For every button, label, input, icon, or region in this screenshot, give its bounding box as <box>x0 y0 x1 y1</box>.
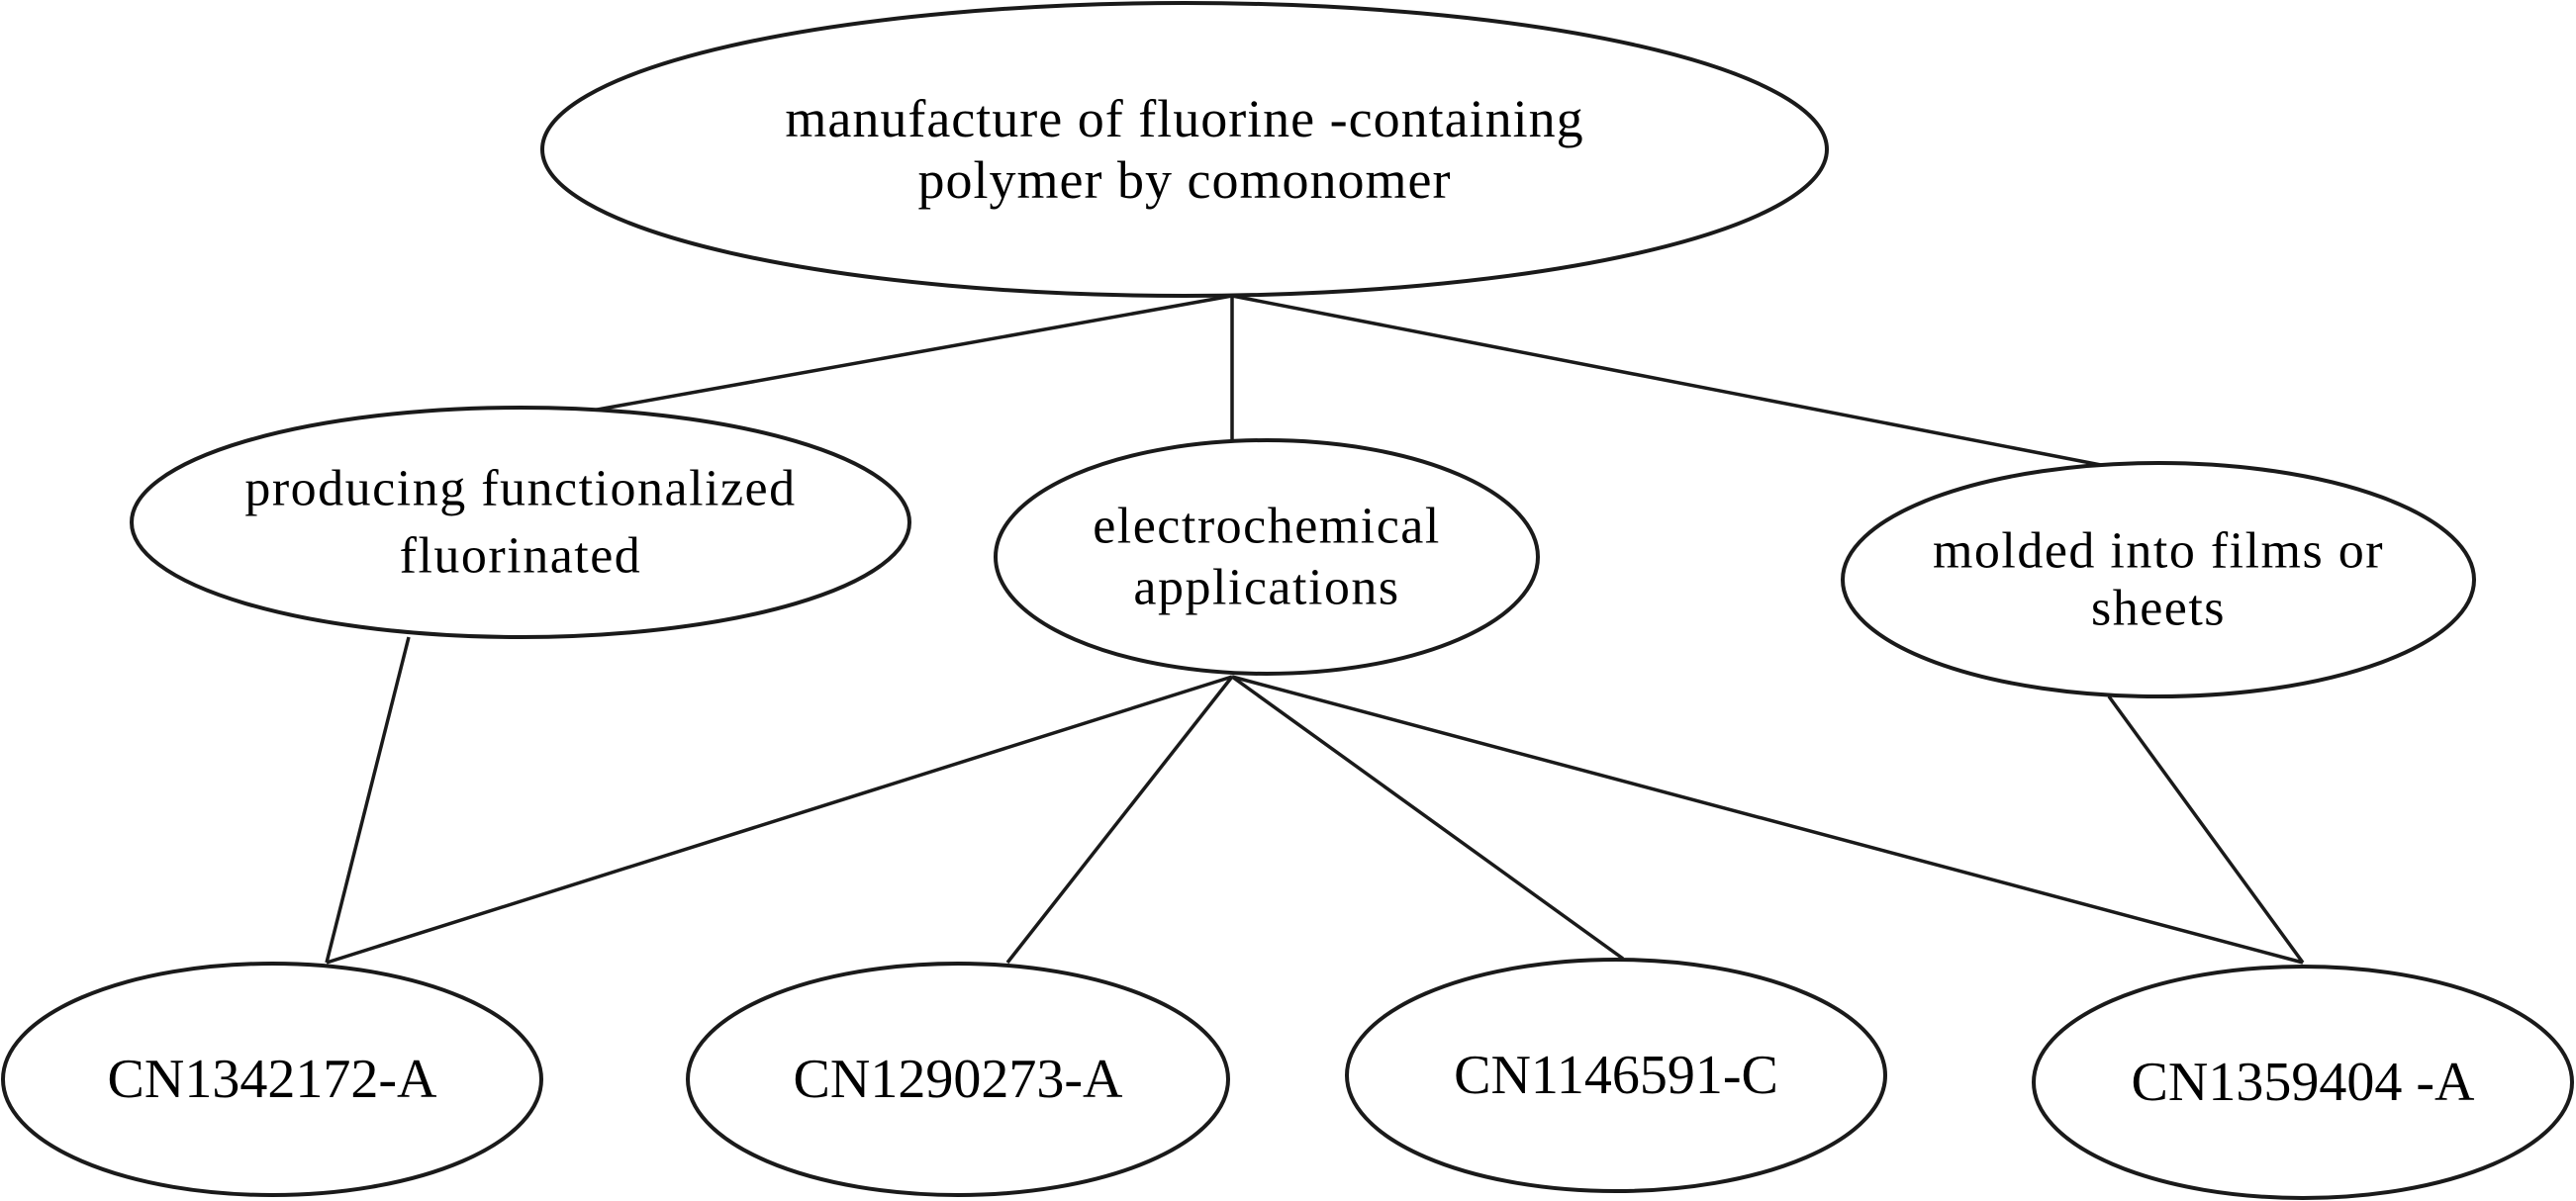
edge-root-to-cat-films <box>1231 294 2107 468</box>
patent-node-p4: CN1359404 -A <box>2032 965 2574 1200</box>
edges <box>325 294 2305 965</box>
node-label-line: applications <box>1133 560 1399 616</box>
node-label-line: CN1290273-A <box>794 1049 1123 1110</box>
patent-node-p1: CN1342172-A <box>1 962 543 1197</box>
node-label-line: fluorinated <box>400 528 642 585</box>
node-ellipse <box>2032 965 2574 1200</box>
node-ellipse <box>130 406 911 639</box>
node-label-line: electrochemical <box>1093 499 1441 555</box>
node-label-line: molded into films or <box>1933 523 2384 580</box>
patent-node-p3: CN1146591-C <box>1345 958 1887 1193</box>
node-ellipse <box>686 962 1230 1197</box>
node-label-line: CN1146591-C <box>1454 1045 1778 1106</box>
edge-root-to-cat-functionalized <box>591 294 1233 413</box>
node-label-line: manufacture of fluorine -containing <box>785 89 1583 148</box>
edge-cat-functionalized-to-p1 <box>325 636 411 964</box>
edge-cat-electrochemical-to-p4 <box>1231 675 2304 965</box>
node-label-line: sheets <box>2091 581 2226 637</box>
node-ellipse <box>1345 958 1887 1193</box>
edge-cat-electrochemical-to-p2 <box>1005 675 1234 965</box>
patent-node-p2: CN1290273-A <box>686 962 1230 1197</box>
node-ellipse <box>540 1 1829 298</box>
edge-cat-electrochemical-to-p1 <box>326 675 1233 965</box>
root-node-root: manufacture of fluorine -containingpolym… <box>540 1 1829 298</box>
node-ellipse <box>994 438 1540 676</box>
node-label-line: CN1359404 -A <box>2132 1052 2475 1113</box>
edge-cat-electrochemical-to-p3 <box>1230 675 1625 961</box>
node-label-line: CN1342172-A <box>108 1049 437 1110</box>
category-node-cat-functionalized: producing functionalized fluorinated <box>130 406 911 639</box>
edge-cat-films-to-p4 <box>2107 694 2305 965</box>
node-ellipse <box>1841 461 2476 698</box>
node-ellipse <box>1 962 543 1197</box>
node-label-line: producing functionalized <box>244 461 796 517</box>
node-label-line: polymer by comonomer <box>918 150 1452 210</box>
